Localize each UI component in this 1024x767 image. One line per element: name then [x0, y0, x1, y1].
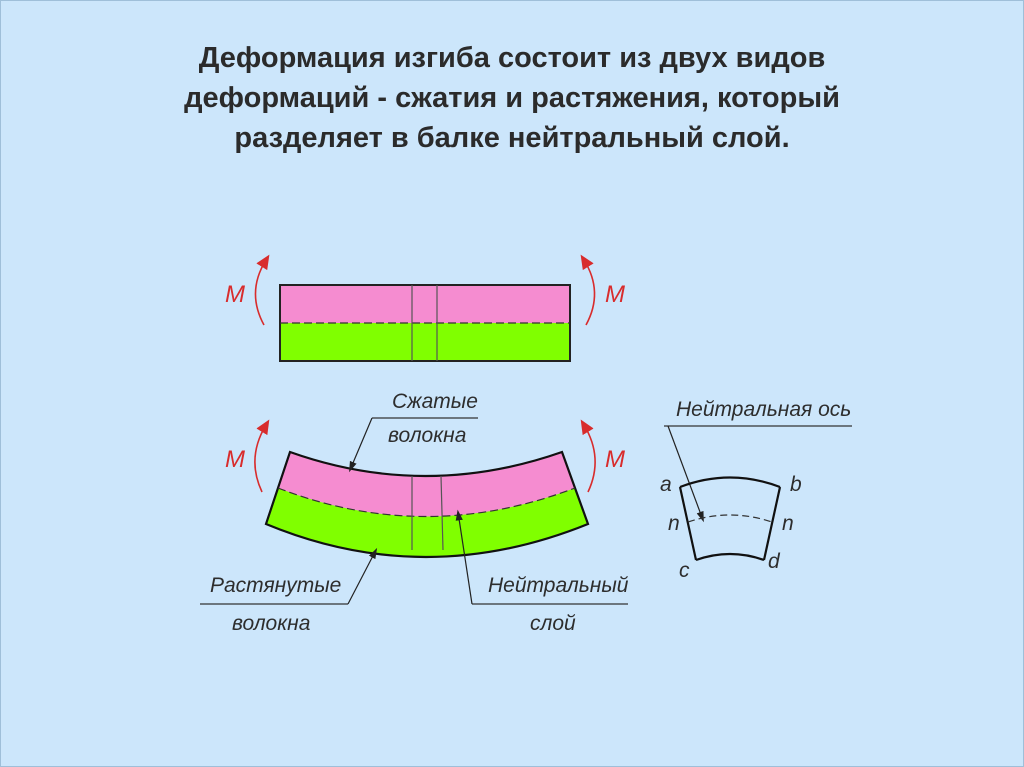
point-n-left-label: n — [668, 512, 680, 535]
moment-label: М — [605, 281, 625, 308]
callout-neutral-layer: Нейтральный слой — [455, 509, 629, 635]
moment-arrow-top-left: М — [225, 254, 270, 326]
stretched-fibers-label-line1: Растянутые — [210, 574, 341, 597]
callout-compressed-fibers: Сжатые волокна — [349, 390, 478, 473]
point-c-label: c — [679, 559, 690, 582]
moment-label: М — [225, 446, 245, 473]
element-neutral-line — [687, 514, 773, 523]
straight-beam-stretched-layer — [280, 323, 570, 361]
bent-beam-stretched-layer — [266, 488, 588, 557]
compressed-fibers-label-line2: волокна — [388, 424, 466, 447]
element-right-edge — [762, 486, 782, 561]
moment-arrow-top-right: М — [580, 254, 625, 326]
neutral-layer-label-line2: слой — [530, 612, 576, 635]
bent-beam-compressed-layer — [278, 452, 575, 517]
point-n-right-label: n — [782, 512, 794, 535]
moment-label: М — [605, 446, 625, 473]
neutral-layer-label-line1: Нейтральный — [488, 574, 629, 597]
point-d-label: d — [768, 550, 781, 573]
point-b-label: b — [790, 473, 802, 496]
bent-beam-neutral-line — [277, 487, 576, 518]
moment-arrow-bottom-left: М — [225, 419, 270, 493]
element-bottom-edge — [695, 552, 765, 562]
element-top-edge — [679, 476, 781, 489]
callout-stretched-fibers: Растянутые волокна — [200, 547, 378, 635]
title-line-1: Деформация изгиба состоит из двух видов — [198, 42, 826, 74]
element-left-edge — [678, 486, 698, 561]
straight-beam — [279, 284, 571, 362]
point-a-label: a — [660, 473, 672, 496]
stretched-fibers-label-line2: волокна — [232, 612, 310, 635]
bent-beam — [264, 450, 590, 559]
moment-label: М — [225, 281, 245, 308]
neutral-axis-label: Нейтральная ось — [676, 398, 851, 421]
element-detail: Нейтральная ось a b n n c d — [660, 398, 852, 582]
title-line-2: деформаций - сжатия и растяжения, которы… — [184, 82, 840, 114]
bent-beam-section-line — [440, 475, 444, 551]
slide-title: Деформация изгиба состоит из двух видов … — [60, 38, 964, 158]
moment-arrow-bottom-right: М — [580, 419, 625, 493]
title-line-3: разделяет в балке нейтральный слой. — [234, 122, 790, 154]
compressed-fibers-label-line1: Сжатые — [392, 390, 478, 413]
straight-beam-compressed-layer — [280, 285, 570, 323]
